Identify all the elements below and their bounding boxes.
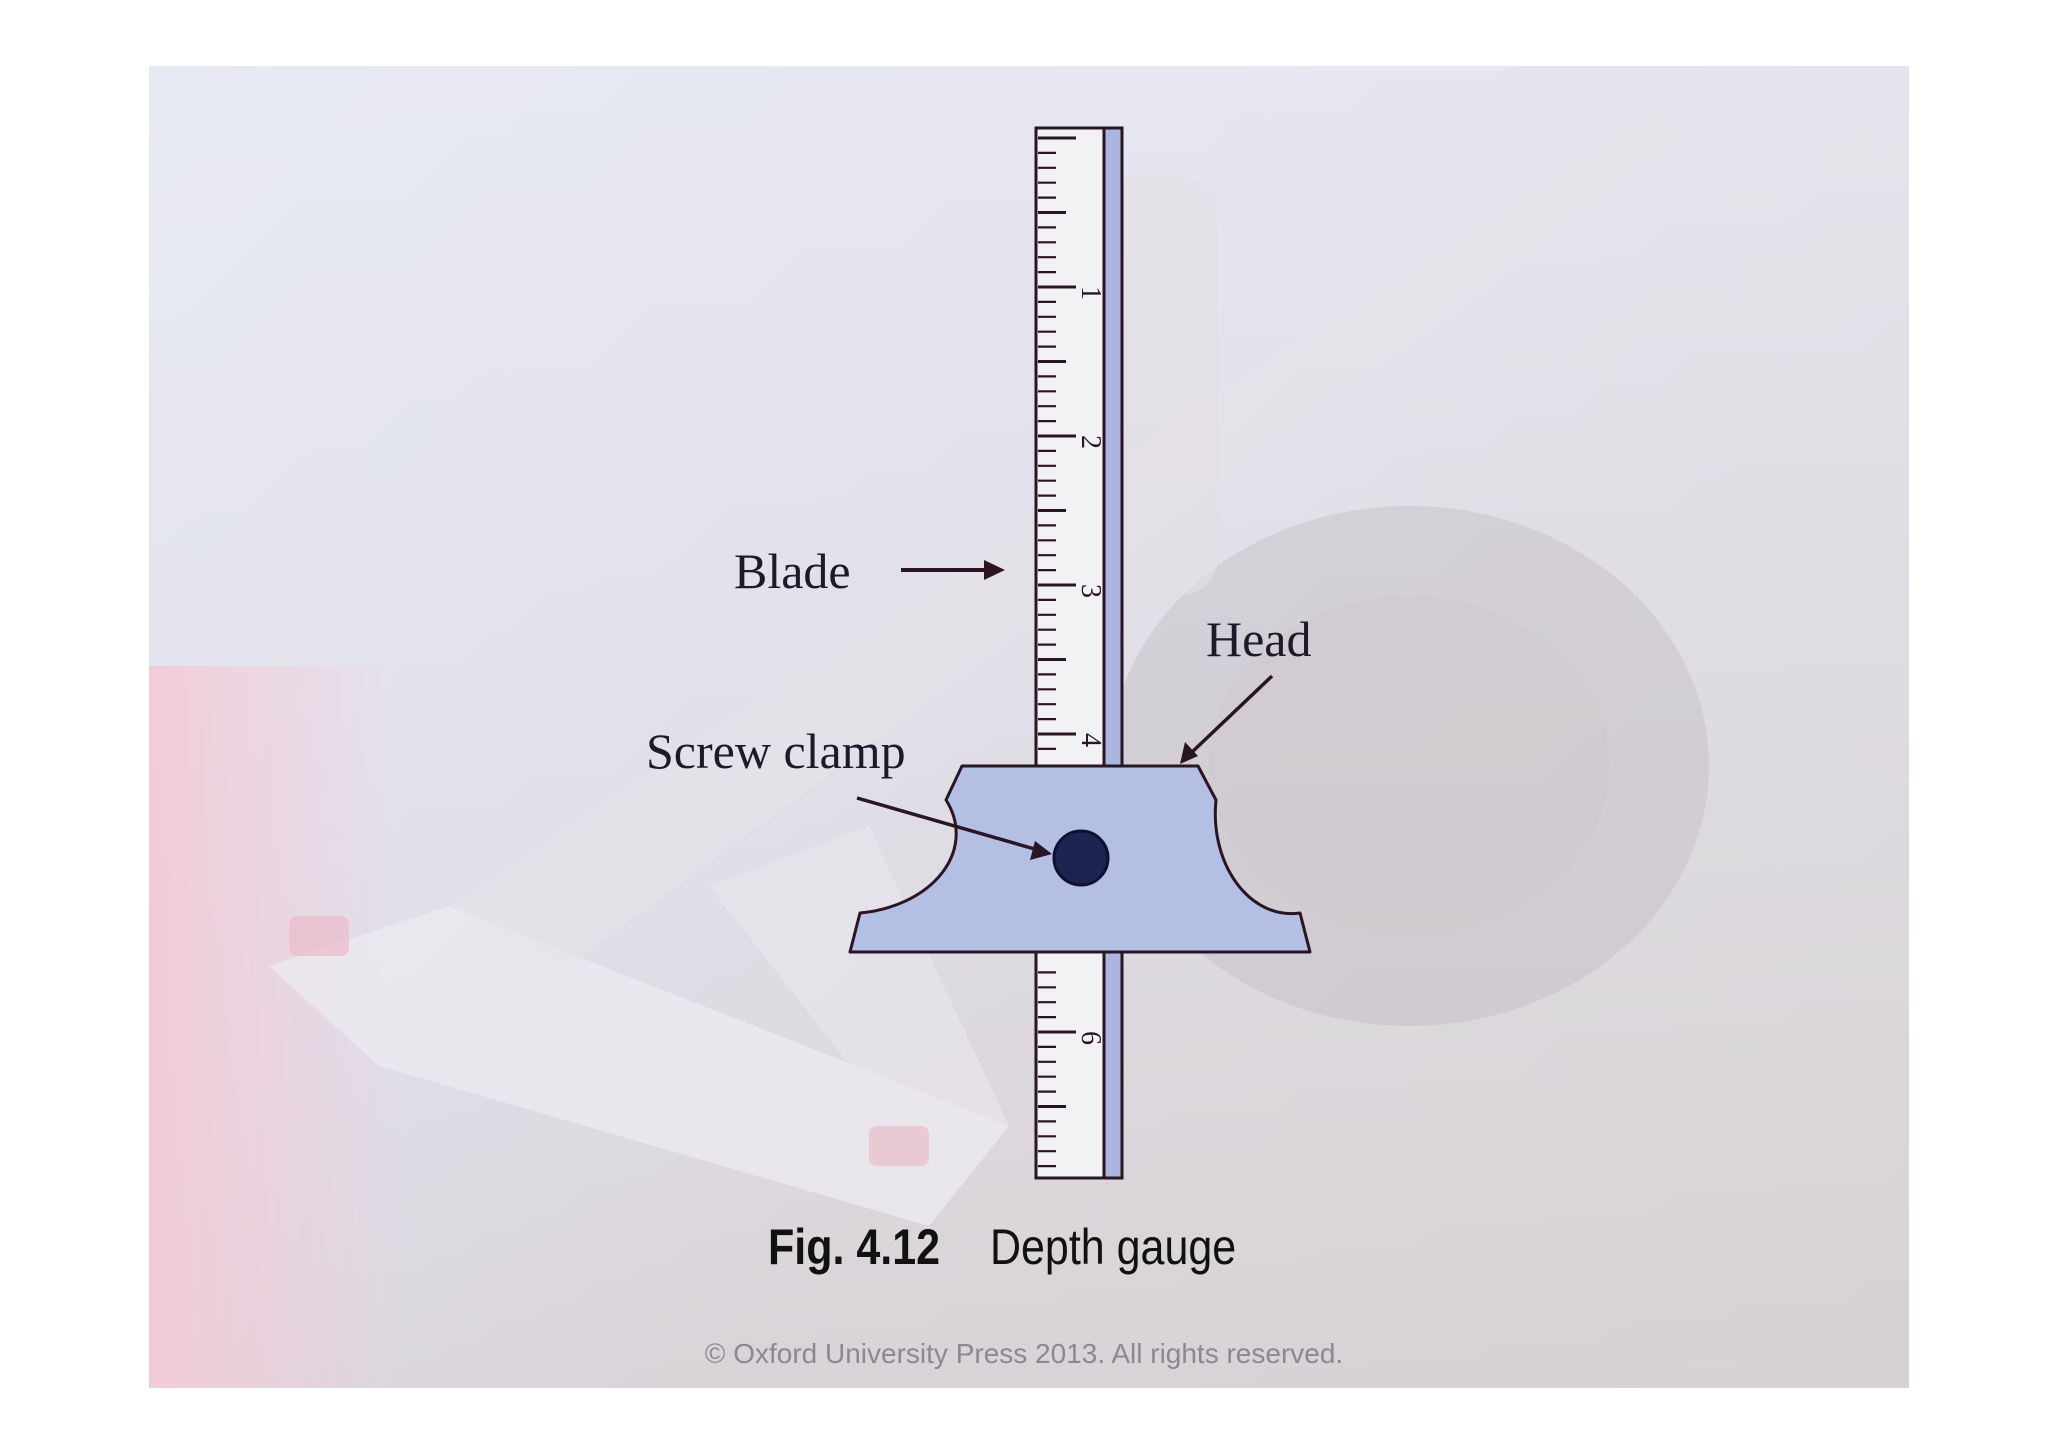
figure-title: Depth gauge (989, 1219, 1237, 1275)
screw-clamp-arrow (856, 796, 1052, 860)
scale-number: 6 (1075, 1031, 1106, 1045)
figure-caption: Fig. 4.12 Depth gauge (768, 1222, 1236, 1272)
head-arrow (1180, 674, 1274, 764)
copyright-notice: © Oxford University Press 2013. All righ… (704, 1338, 1344, 1369)
figure-number: Fig. 4.12 (768, 1219, 941, 1275)
scale-number: 3 (1075, 584, 1106, 598)
label-blade: Blade (734, 543, 851, 599)
blade-scale-numbers: 1 2 3 4 6 (1075, 286, 1106, 1045)
label-screw-clamp: Screw clamp (646, 723, 906, 779)
blade: 1 2 3 4 6 (1034, 126, 1124, 1180)
scale-number: 1 (1075, 286, 1106, 300)
screw-clamp-knob (1052, 829, 1110, 887)
blade-arrow (901, 560, 1005, 580)
scale-number: 2 (1075, 435, 1106, 449)
scale-number: 4 (1075, 733, 1106, 747)
label-head: Head (1206, 611, 1312, 667)
blade-scale-ticks (1038, 136, 1076, 1168)
